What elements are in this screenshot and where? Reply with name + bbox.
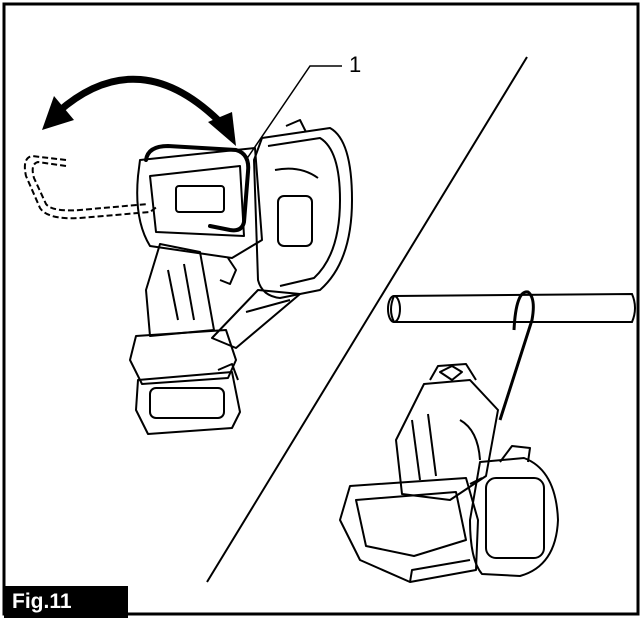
callout-leader-1 — [245, 65, 342, 161]
hook-hanging — [498, 290, 535, 421]
tool-left — [129, 119, 353, 435]
rotation-arrow-head-right — [208, 112, 236, 146]
hook-open-dashed — [23, 154, 159, 220]
tool-right — [339, 363, 559, 583]
separator-line — [206, 56, 528, 583]
figure-label: Fig.11 — [4, 586, 128, 618]
callout-number-1: 1 — [349, 52, 362, 77]
rotation-arrow — [54, 75, 228, 130]
hook-open-dashed-inner — [31, 160, 149, 212]
rotation-arrow-head-left — [42, 96, 74, 130]
pipe — [387, 292, 636, 323]
